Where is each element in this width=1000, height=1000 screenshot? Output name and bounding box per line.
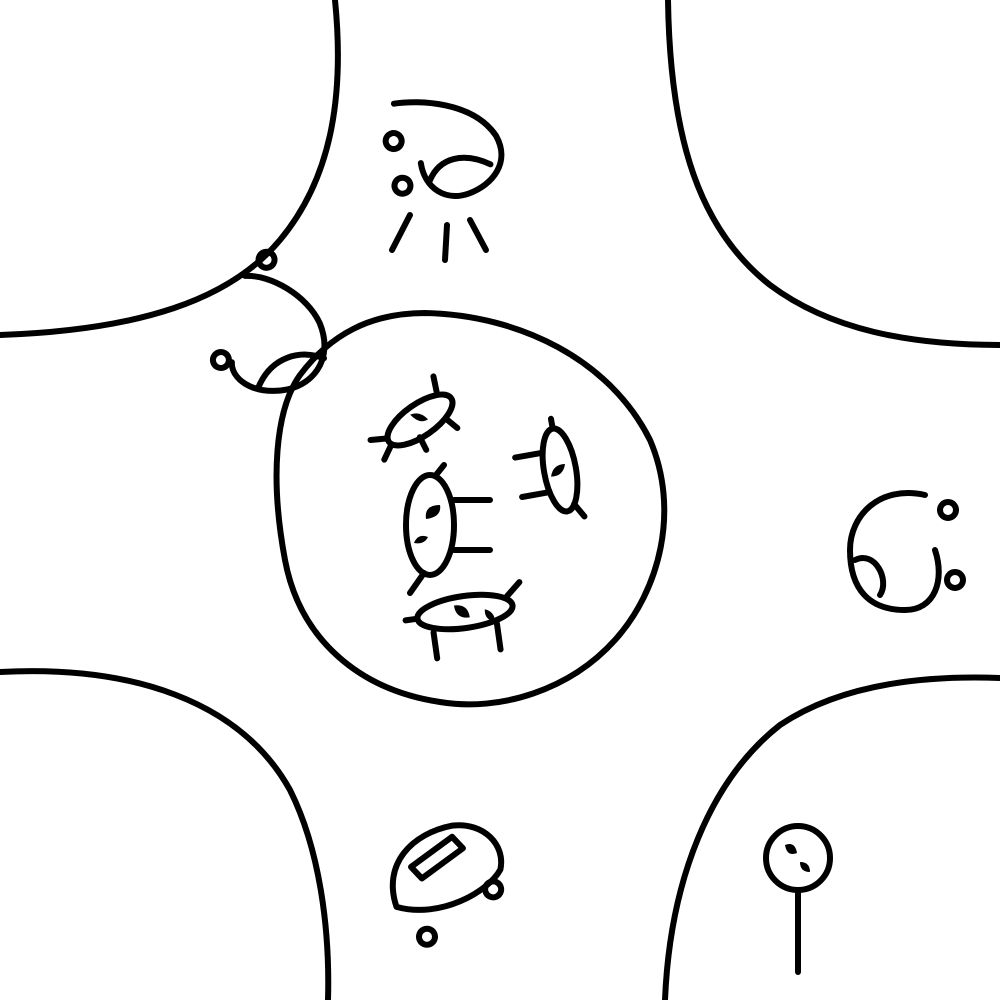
roundabout-island [273,310,668,708]
road-corner-bottom-left [0,668,332,1000]
road-corner-top-right [665,0,1000,348]
cow-icon [367,373,461,463]
road-corner-bottom-right [662,674,1000,1000]
car-icon [847,490,966,613]
car-icon [209,248,328,394]
motion-lines [389,212,489,263]
car-icon [389,822,505,948]
signpost-icon [763,823,833,975]
cow-icon [402,579,523,662]
car-icon [382,99,505,199]
cow-icon [403,462,493,596]
road-corner-top-left [0,0,341,338]
cow-icon [512,415,588,520]
